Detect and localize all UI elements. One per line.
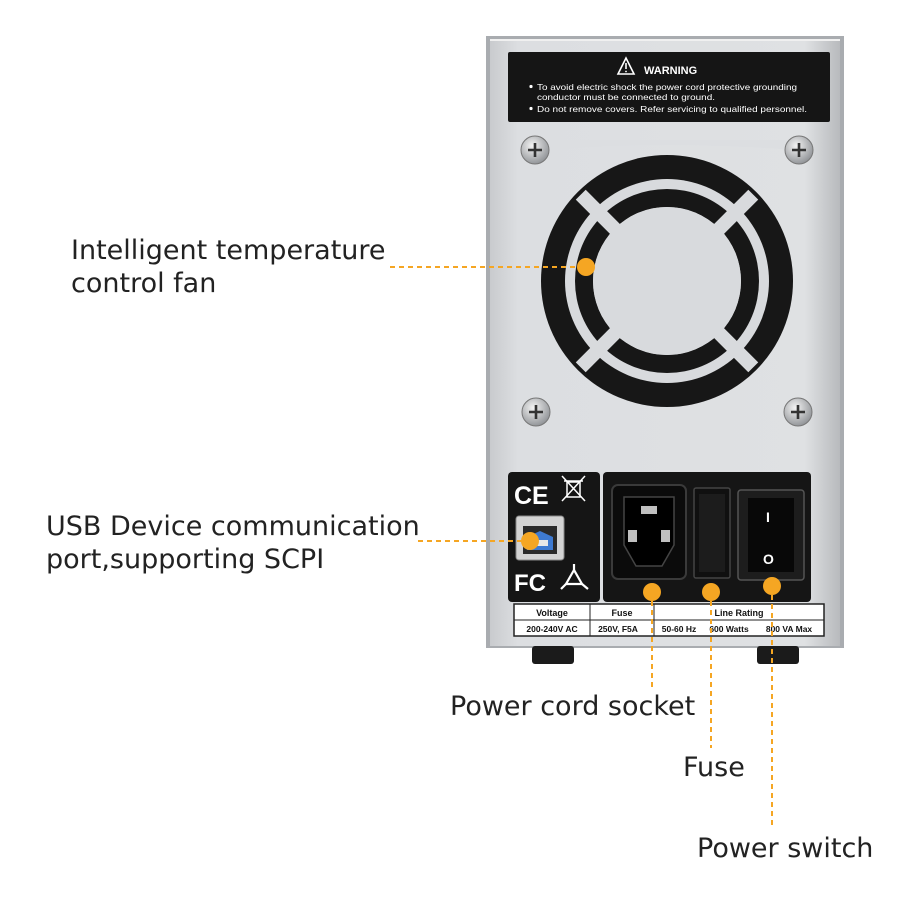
fuse-callout-label: Fuse (683, 752, 745, 783)
weee-bin-icon (561, 475, 586, 502)
fan-callout-label: Intelligent temperature control fan (71, 234, 386, 300)
rating-value-frequency: 50-60 Hz (662, 624, 697, 634)
rating-value-va: 800 VA Max (766, 624, 813, 634)
fan-marker-dot (577, 258, 595, 276)
power-switch[interactable]: I O (737, 489, 805, 581)
rating-header-voltage: Voltage (536, 608, 568, 618)
device-foot-right (757, 646, 799, 664)
rating-value-fuse: 250V, F5A (598, 624, 638, 634)
socket-callout-label: Power cord socket (450, 691, 696, 722)
screw-bottom-left (521, 397, 551, 427)
rating-value-watts: 600 Watts (709, 624, 749, 634)
switch-on-mark: I (766, 509, 770, 525)
switch-callout-label: Power switch (697, 833, 874, 864)
fan-callout-line-2: control fan (71, 268, 217, 299)
warning-title: WARNING (644, 65, 697, 77)
rating-plate: Voltage Fuse Line Rating 200-240V AC 250… (513, 603, 825, 637)
usb-callout-label: USB Device communication port,supporting… (46, 510, 420, 576)
fuse-holder[interactable] (693, 487, 731, 579)
warning-line-1: To avoid electric shock the power cord p… (537, 82, 797, 92)
fc-mark: FC (514, 570, 546, 597)
power-cord-socket[interactable] (611, 484, 687, 580)
rating-header-line-rating: Line Rating (715, 608, 764, 618)
fuse-marker-dot (702, 583, 720, 601)
screw-top-left (520, 135, 550, 165)
recycle-icon (560, 564, 589, 590)
usb-marker-dot (521, 532, 539, 550)
warning-plate: WARNING To avoid electric shock the powe… (508, 52, 830, 122)
switch-off-mark: O (763, 551, 774, 567)
fan-callout-line-1: Intelligent temperature (71, 235, 386, 266)
callout-leaders (390, 266, 773, 828)
usb-callout-line-1: USB Device communication (46, 511, 420, 542)
warning-triangle-icon (616, 56, 636, 75)
fan-grille (540, 140, 794, 407)
switch-marker-dot (763, 577, 781, 595)
device-foot-left (532, 646, 574, 664)
certification-panel: CE FC (508, 472, 600, 602)
ce-mark: CE (514, 482, 549, 510)
screw-top-right (784, 135, 814, 165)
screw-bottom-right (783, 397, 813, 427)
rating-value-voltage: 200-240V AC (526, 624, 577, 634)
warning-line-2: conductor must be connected to ground. (537, 92, 715, 102)
socket-marker-dot (643, 583, 661, 601)
rating-header-fuse: Fuse (611, 608, 632, 618)
warning-line-3: Do not remove covers. Refer servicing to… (537, 104, 807, 114)
usb-callout-line-2: port,supporting SCPI (46, 544, 325, 575)
